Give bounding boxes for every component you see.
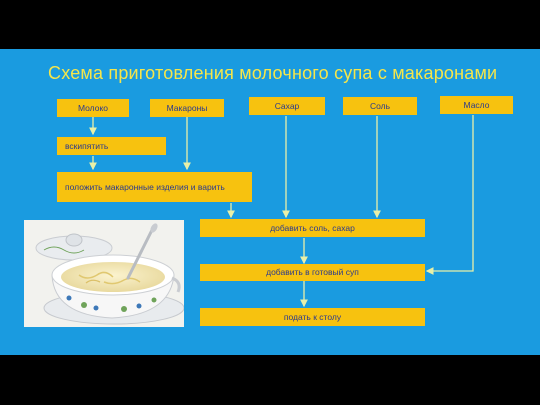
step-add-salt-sugar: добавить соль, сахар xyxy=(200,219,425,237)
step-add-pasta: положить макаронные изделия и варить xyxy=(57,172,252,202)
ingredient-butter: Масло xyxy=(440,96,513,114)
ingredient-pasta: Макароны xyxy=(150,99,224,117)
step-add-to-soup: добавить в готовый суп xyxy=(200,264,425,281)
diagram-title: Схема приготовления молочного супа с мак… xyxy=(48,63,498,83)
step-boil: вскипятить xyxy=(57,137,166,155)
slide: Схема приготовления молочного супа с мак… xyxy=(0,49,540,355)
soup-photo xyxy=(24,220,184,327)
ingredient-sugar: Сахар xyxy=(249,97,325,115)
step-serve: подать к столу xyxy=(200,308,425,326)
arrow-butter-to-soup xyxy=(425,115,474,275)
ingredient-milk: Молоко xyxy=(57,99,129,117)
ingredient-salt: Соль xyxy=(343,97,417,115)
